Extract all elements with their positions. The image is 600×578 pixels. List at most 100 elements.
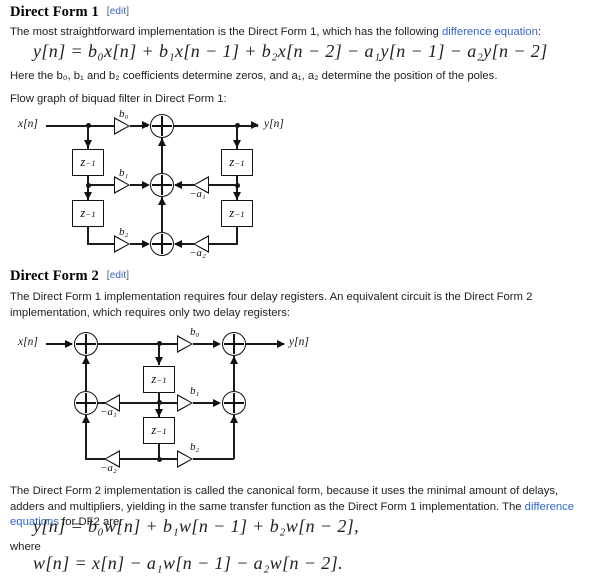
df2-b1-arrowhead <box>213 398 221 407</box>
df2-input-wire <box>46 343 72 345</box>
df1-adder-bottom <box>150 232 174 256</box>
df2-adder-feedforward-1 <box>222 391 246 415</box>
edit-label-df2[interactable]: edit <box>109 270 127 281</box>
df1-delay1-out-wire <box>87 176 89 200</box>
df2-ff1-arrowhead <box>229 356 238 364</box>
edit-label[interactable]: edit <box>109 6 127 17</box>
df1-delay3-out-wire <box>236 176 238 200</box>
df1-gain-triangle-b2 <box>114 235 130 254</box>
difference-equation-link[interactable]: difference equation <box>441 26 538 38</box>
section-heading-direct-form-1: Direct Form 1 [edit] <box>10 4 129 21</box>
df1-coefficient-note: Here the b₀, b₁ and b₂ coefficients dete… <box>10 69 590 85</box>
df2-gain-label-b1: b₁ <box>190 385 200 397</box>
df2-output-arrowhead <box>277 339 285 348</box>
df2-a2-arrowhead <box>81 415 90 423</box>
df1-delay4-out-wire <box>236 227 238 245</box>
df1-input-label: x[n] <box>18 118 38 130</box>
df2-output-label: y[n] <box>289 336 309 348</box>
df1-output-to-delay3-wire <box>236 125 238 149</box>
df1-adder-middle <box>150 173 174 197</box>
df1-a1-arrowhead <box>174 180 182 189</box>
df2-gain-triangle-b2 <box>177 450 193 468</box>
df2-delay1-out-wire <box>158 393 160 417</box>
df2-mid-branch-node <box>156 399 162 405</box>
df2-b2-up-wire <box>233 415 235 459</box>
bracket-close: ] <box>126 6 130 17</box>
df1-a1-in-wire <box>209 184 237 186</box>
df1-a1-out-wire <box>175 184 194 186</box>
edit-section-link-df2[interactable]: [edit] <box>107 270 129 281</box>
df1-delay-block-1: z−1 <box>72 149 104 176</box>
df1-b0-arrowhead <box>142 121 150 130</box>
df1-output-wire <box>174 125 258 127</box>
section-title-text: Direct Form 1 <box>10 4 99 20</box>
bracket-open: [ <box>106 6 110 17</box>
difference-equations-link[interactable]: difference equations <box>10 500 575 529</box>
df1-b2-arrowhead <box>142 239 150 248</box>
df2-equation-y-text: y[n] = b₀w[n] + b₁w[n − 1] + b₂w[n − 2], <box>33 516 360 536</box>
df2-delay1-exp: −1 <box>156 374 167 385</box>
df2-delay1-arrowhead <box>154 357 163 365</box>
df1-intro-paragraph: The most straightforward implementation … <box>10 25 590 41</box>
df2-gain-triangle-a1 <box>104 394 120 412</box>
df1-b0-out-wire <box>130 125 148 127</box>
df1-gain-label-a2: −a₂ <box>189 247 206 259</box>
df1-bottom-to-middle-wire <box>161 197 163 232</box>
df2-adder-input <box>74 332 98 356</box>
direct-form-2-diagram: x[n] b₀ y[n] z−1 z−1 −a₁ <box>0 326 320 474</box>
df1-delay2-arrowhead <box>83 192 92 200</box>
df2-delay2-exp: −1 <box>156 425 167 436</box>
df1-note-text: Here the b₀, b₁ and b₂ coefficients dete… <box>10 70 498 82</box>
df2-top-to-delay1-wire <box>158 343 160 365</box>
df2-adder-feedback-1 <box>74 391 98 415</box>
df1-equation-text: y[n] = b₀x[n] + b₁x[n − 1] + b₂x[n − 2] … <box>33 41 548 61</box>
edit-section-link-df1[interactable]: [edit] <box>107 6 129 17</box>
df2-gain-triangle-b1 <box>177 394 193 412</box>
df2-equation-y: y[n] = b₀w[n] + b₁w[n − 1] + b₂w[n − 2], <box>33 516 359 537</box>
df1-gain-triangle-b0 <box>114 116 130 135</box>
df1-difference-equation: y[n] = b₀x[n] + b₁x[n − 1] + b₂x[n − 2] … <box>33 41 548 62</box>
df2-output-wire <box>246 343 284 345</box>
df1-delay2-z: z <box>80 206 86 220</box>
df2-delay-block-2: z−1 <box>143 417 175 444</box>
df2-adder-output <box>222 332 246 356</box>
df1-gain-label-b0: b₀ <box>119 108 129 120</box>
df1-delay4-exp: −1 <box>234 208 245 219</box>
df1-figure-caption: Flow graph of biquad filter in Direct Fo… <box>10 92 590 108</box>
df2-outro-paragraph: The Direct Form 2 implementation is call… <box>10 484 593 531</box>
df1-input-wire <box>46 125 114 127</box>
df1-delay3-branch-node <box>234 182 240 188</box>
df2-b1-in-wire <box>158 402 178 404</box>
df1-output-arrowhead <box>251 121 259 130</box>
section-heading-direct-form-2: Direct Form 2 [edit] <box>10 268 129 285</box>
df1-delay-block-3: z−1 <box>221 149 253 176</box>
df2-gain-triangle-b0 <box>177 335 193 353</box>
df2-ff1-to-out-wire <box>233 356 235 391</box>
section-title-text-df2: Direct Form 2 <box>10 268 99 284</box>
df1-adder-top <box>150 114 174 138</box>
df1-input-to-delay1-wire <box>87 125 89 149</box>
df2-delay2-out-wire <box>158 444 160 459</box>
df1-delay3-exp: −1 <box>234 157 245 168</box>
df1-b1-in-wire <box>87 184 115 186</box>
direct-form-1-diagram: x[n] b₀ y[n] z−1 z−1 b₁ <box>0 104 300 259</box>
df2-b0-arrowhead <box>213 339 221 348</box>
df2-fb1-to-input-wire <box>85 356 87 391</box>
df2-a2-up-wire <box>85 415 87 459</box>
df2-b2-out-wire <box>193 458 234 460</box>
df2-b2-in-wire <box>158 458 178 460</box>
df2-equation-w-text: w[n] = x[n] − a₁w[n − 1] − a₂w[n − 2]. <box>33 553 343 573</box>
df2-gain-triangle-a2 <box>104 450 120 468</box>
df2-delay1-z: z <box>151 372 157 386</box>
df2-gain-label-b2: b₂ <box>190 441 200 453</box>
df2-delay-block-1: z−1 <box>143 366 175 393</box>
df2-top-wire <box>98 343 177 345</box>
df2-a2-out-wire <box>85 458 106 460</box>
df2-equation-w: w[n] = x[n] − a₁w[n − 1] − a₂w[n − 2]. <box>33 553 343 574</box>
df1-delay4-arrowhead <box>232 192 241 200</box>
df1-gain-label-a1: −a₁ <box>189 188 206 200</box>
bracket-close-df2: ] <box>126 270 130 281</box>
df2-gain-label-b0: b₀ <box>190 326 200 338</box>
df1-gain-triangle-b1 <box>114 176 130 194</box>
